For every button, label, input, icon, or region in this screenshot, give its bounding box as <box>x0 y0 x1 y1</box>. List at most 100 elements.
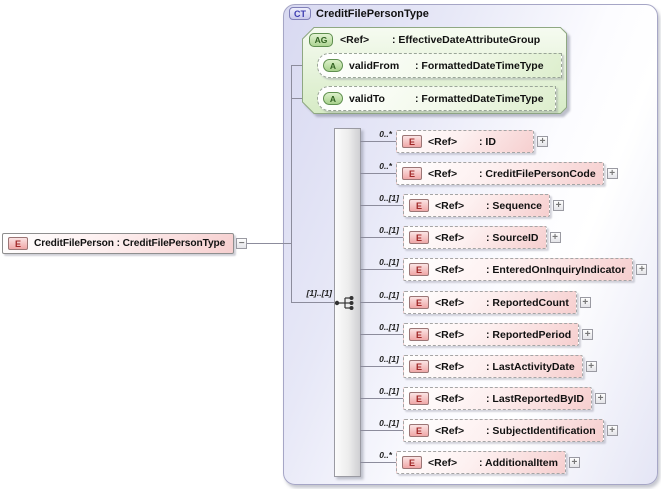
expand-toggle[interactable]: + <box>579 297 591 308</box>
cardinality-label: 0..[1] <box>379 418 399 428</box>
cardinality-label: 0..[1] <box>379 290 399 300</box>
e-badge: E <box>409 231 429 244</box>
e-badge: E <box>402 456 422 469</box>
e-badge: E <box>402 135 422 148</box>
element-name: : Sequence <box>486 199 543 212</box>
expand-toggle[interactable]: + <box>582 329 594 340</box>
element-node-subjectidentification[interactable]: E <Ref> : SubjectIdentification <box>403 419 604 442</box>
element-ref: <Ref> <box>435 424 465 437</box>
element-node-id[interactable]: E <Ref> : ID <box>396 130 534 153</box>
connector-line <box>360 237 407 238</box>
element-name: : AdditionalItem <box>479 456 558 469</box>
connector-line <box>360 366 407 367</box>
element-row: 0..* E <Ref> : ID + <box>0 129 661 153</box>
cardinality-label: 0..[1] <box>379 225 399 235</box>
element-ref: <Ref> <box>428 167 458 180</box>
e-badge: E <box>409 263 429 276</box>
element-name: : LastActivityDate <box>486 360 575 373</box>
element-ref: <Ref> <box>435 328 465 341</box>
attribute-group-type: : EffectiveDateAttributeGroup <box>392 34 541 46</box>
element-node-sourceid[interactable]: E <Ref> : SourceID <box>403 226 547 249</box>
expand-toggle[interactable]: + <box>585 361 597 372</box>
element-node-lastreportedbyid[interactable]: E <Ref> : LastReportedByID <box>403 387 593 410</box>
collapse-toggle[interactable]: − <box>236 238 248 249</box>
expand-toggle[interactable]: + <box>606 168 618 179</box>
element-box-wrap: E <Ref> : SubjectIdentification + <box>403 419 618 442</box>
element-row: 0..[1] E <Ref> : ReportedPeriod + <box>0 322 661 346</box>
element-name: : ID <box>479 135 496 148</box>
attribute-name: validFrom <box>349 59 400 72</box>
element-credit-file-person[interactable]: E CreditFilePerson : CreditFilePersonTyp… <box>2 233 235 254</box>
e-badge: E <box>402 167 422 180</box>
element-ref: <Ref> <box>435 360 465 373</box>
element-node-additionalitem[interactable]: E <Ref> : AdditionalItem <box>396 451 566 474</box>
element-row: 0..[1] E <Ref> : Sequence + <box>0 193 661 217</box>
cardinality-label: 0..* <box>379 129 392 139</box>
cardinality-label: 0..[1] <box>379 257 399 267</box>
element-ref: <Ref> <box>428 135 458 148</box>
expand-toggle[interactable]: + <box>553 200 565 211</box>
connector-line <box>360 302 407 303</box>
element-row: 0..* E <Ref> : AdditionalItem + <box>0 450 661 474</box>
element-row: 0..[1] E <Ref> : SourceID + <box>0 225 661 249</box>
element-ref: <Ref> <box>435 199 465 212</box>
root-element-wrap: E CreditFilePerson : CreditFilePersonTyp… <box>2 233 248 254</box>
element-box-wrap: E <Ref> : ID + <box>396 130 548 153</box>
sequence-compositor-icon <box>334 296 354 310</box>
element-node-creditfilepersoncode[interactable]: E <Ref> : CreditFilePersonCode <box>396 162 604 185</box>
cardinality-label: 0..* <box>379 450 392 460</box>
complex-type-header: CT CreditFilePersonType <box>289 7 429 20</box>
connector-line <box>360 462 400 463</box>
connector-sequence <box>291 302 337 303</box>
element-row: 0..[1] E <Ref> : SubjectIdentification + <box>0 418 661 442</box>
expand-toggle[interactable]: + <box>636 264 648 275</box>
element-ref: <Ref> <box>435 296 465 309</box>
element-node-sequence[interactable]: E <Ref> : Sequence <box>403 194 551 217</box>
connector-line <box>360 430 407 431</box>
element-ref: <Ref> <box>435 263 465 276</box>
expand-toggle[interactable]: + <box>595 393 607 404</box>
ct-badge: CT <box>289 7 311 20</box>
e-badge: E <box>409 360 429 373</box>
connector-root-to-trunk <box>240 243 292 244</box>
attribute-node-validfrom[interactable]: A validFrom : FormattedDateTimeType <box>317 53 562 78</box>
element-node-reportedcount[interactable]: E <Ref> : ReportedCount <box>403 291 577 314</box>
element-box-wrap: E <Ref> : ReportedCount + <box>403 291 591 314</box>
e-badge: E <box>8 237 28 250</box>
trunk-line <box>291 65 292 303</box>
element-node-enteredoninquiryindicator[interactable]: E <Ref> : EnteredOnInquiryIndicator <box>403 258 634 281</box>
element-box-wrap: E <Ref> : CreditFilePersonCode + <box>396 162 618 185</box>
attribute-group-header: AG <Ref> : EffectiveDateAttributeGroup <box>309 33 540 47</box>
expand-toggle[interactable]: + <box>549 232 561 243</box>
attribute-type: : FormattedDateTimeType <box>415 92 544 105</box>
element-name: : SubjectIdentification <box>486 424 596 437</box>
element-row: 0..[1] E <Ref> : EnteredOnInquiryIndicat… <box>0 257 661 281</box>
e-badge: E <box>409 424 429 437</box>
element-name: : ReportedCount <box>486 296 569 309</box>
element-box-wrap: E <Ref> : EnteredOnInquiryIndicator + <box>403 258 648 281</box>
connector-line <box>360 398 407 399</box>
element-node-lastactivitydate[interactable]: E <Ref> : LastActivityDate <box>403 355 583 378</box>
element-box-wrap: E <Ref> : LastReportedByID + <box>403 387 607 410</box>
connector-line <box>360 334 407 335</box>
e-badge: E <box>409 328 429 341</box>
expand-toggle[interactable]: + <box>537 136 548 147</box>
expand-toggle[interactable]: + <box>568 457 580 468</box>
connector-line <box>360 173 400 174</box>
attribute-group-ref: <Ref> <box>340 34 370 46</box>
element-ref: <Ref> <box>435 392 465 405</box>
element-ref: <Ref> <box>428 456 458 469</box>
element-row: 0..[1] E <Ref> : LastReportedByID + <box>0 386 661 410</box>
connector-line <box>360 269 407 270</box>
element-box-wrap: E <Ref> : Sequence + <box>403 194 565 217</box>
root-element-label: CreditFilePerson : CreditFilePersonType <box>34 238 226 249</box>
element-node-reportedperiod[interactable]: E <Ref> : ReportedPeriod <box>403 323 580 346</box>
cardinality-label: 0..[1] <box>379 193 399 203</box>
element-name: : SourceID <box>486 231 539 244</box>
attribute-node-validto[interactable]: A validTo : FormattedDateTimeType <box>317 86 556 111</box>
a-badge: A <box>323 92 343 105</box>
expand-toggle[interactable]: + <box>606 425 618 436</box>
element-row: 0..* E <Ref> : CreditFilePersonCode + <box>0 161 661 185</box>
element-box-wrap: E <Ref> : AdditionalItem + <box>396 451 580 474</box>
element-box-wrap: E <Ref> : ReportedPeriod + <box>403 323 594 346</box>
